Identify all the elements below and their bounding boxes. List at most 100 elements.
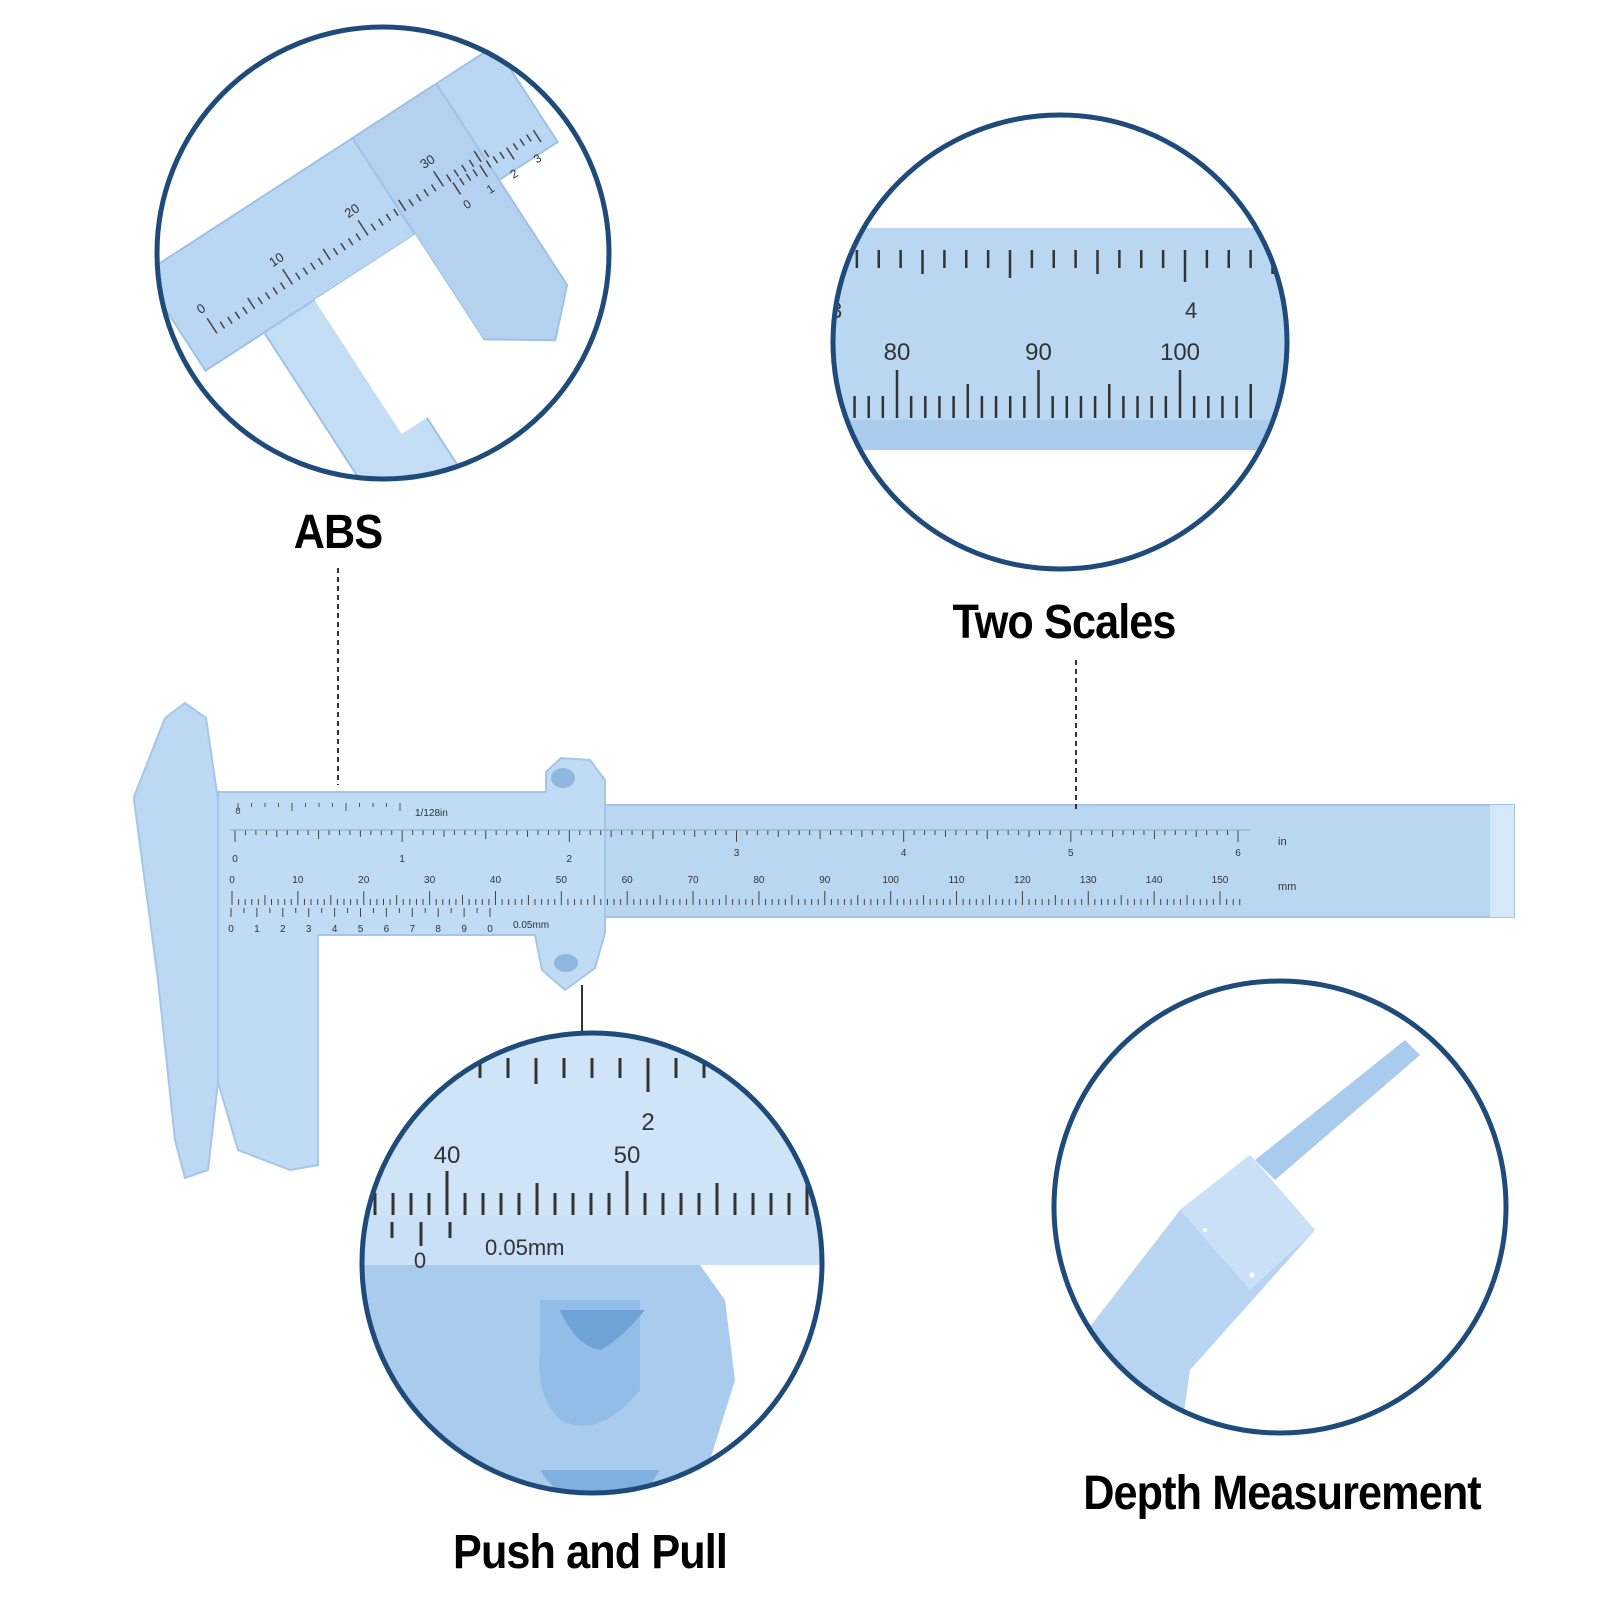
mm-scale-number: 40: [490, 875, 502, 886]
vernier-scale-number: 1: [254, 924, 260, 935]
vernier-scale-number: 3: [306, 924, 312, 935]
sliding-jaw[interactable]: [217, 756, 606, 1172]
abs-mm-tick: [310, 262, 316, 271]
thumb-grip-bottom[interactable]: [554, 954, 578, 972]
push-and-pull-label: Push and Pull: [453, 1526, 728, 1579]
abs-mm-tick: [227, 316, 233, 324]
vernier-scale-number: 6: [384, 924, 390, 935]
abs-mm-tick: [302, 267, 309, 275]
mm-scale-number: 60: [622, 875, 634, 886]
mm-scale-number: 140: [1146, 875, 1163, 886]
inch-unit-label: in: [1278, 836, 1287, 848]
abs-label: ABS: [293, 506, 383, 559]
zoom-mm-number: 80: [884, 339, 911, 366]
abs-mm-tick: [347, 238, 354, 246]
abs-mm-tick: [257, 296, 263, 305]
depth-circle-border: [1051, 978, 1509, 1436]
abs-mm-tick: [473, 150, 482, 163]
abs-mm-tick: [461, 164, 467, 173]
abs-mm-tick: [357, 219, 369, 236]
abs-mm-tick: [430, 184, 437, 192]
abs-mm-tick: [282, 268, 294, 285]
abs-mm-tick: [264, 291, 271, 300]
vernier-scale-number: 2: [280, 924, 286, 935]
abs-mm-number: 20: [342, 200, 362, 220]
abs-mm-tick: [453, 169, 460, 177]
zoom-vernier-zero: 0: [414, 1248, 426, 1273]
abs-mm-tick: [242, 306, 248, 315]
mm-scale-number: 80: [753, 875, 765, 886]
scales-circle-border: [830, 112, 1290, 572]
thumb-grip-top[interactable]: [551, 768, 575, 788]
abs-mm-tick: [378, 218, 384, 226]
mm-scale-number: 70: [688, 875, 700, 886]
depth-measurement-label: Depth Measurement: [1083, 1467, 1481, 1520]
abs-mm-tick: [247, 297, 256, 310]
abs-mm-tick: [483, 149, 490, 158]
mm-scale-number: 10: [292, 875, 304, 886]
vernier-scale-number: 5: [358, 924, 364, 935]
vernier-scale-number: 4: [332, 924, 338, 935]
fraction-scale-ticks: 0: [235, 803, 401, 816]
abs-mm-tick: [355, 233, 362, 241]
abs-mm-tick: [332, 247, 339, 256]
mm-unit-label: mm: [1278, 881, 1296, 893]
abs-vernier-tick: [499, 151, 505, 160]
abs-mm-tick: [415, 193, 422, 202]
abs-vernier-tick: [492, 156, 499, 164]
abs-mm-tick: [206, 317, 218, 334]
abs-vernier-tick: [519, 138, 525, 147]
abs-vernier-tick: [458, 177, 465, 186]
abs-mm-tick: [317, 257, 324, 266]
abs-mm-tick: [322, 248, 331, 261]
abs-mm-tick: [393, 208, 399, 217]
abs-vernier-tick: [479, 164, 489, 178]
abs-mm-tick: [445, 174, 452, 182]
abs-vernier-tick: [526, 134, 532, 142]
inch-scale-number: 4: [901, 848, 907, 859]
mm-scale-number: 110: [949, 875, 965, 886]
abs-vernier-tick: [532, 129, 542, 143]
abs-circle-border: [154, 24, 612, 482]
mm-scale-number: 120: [1014, 875, 1031, 886]
abs-mm-tick: [272, 287, 279, 295]
depth-rod-end: [1490, 805, 1514, 917]
vernier-scale-number: 0: [228, 924, 234, 935]
abs-vernier-tick: [485, 160, 492, 168]
abs-mm-number: 30: [417, 151, 437, 171]
zoom-mm-number: 90: [1025, 339, 1052, 366]
abs-vernier-tick: [512, 142, 519, 151]
vernier-scale-number: 0: [487, 924, 493, 935]
inch-scale-number: 3: [734, 848, 740, 859]
fraction-label: 1/128in: [415, 808, 448, 819]
zoom-mm-number: 100: [1160, 339, 1200, 366]
abs-mm-tick: [397, 199, 407, 212]
abs-vernier-tick: [465, 173, 472, 181]
abs-mm-tick: [370, 223, 377, 231]
abs-vernier-tick: [505, 147, 515, 160]
vernier-scale-number: 8: [435, 924, 441, 935]
depth-zoom-circle: [1051, 978, 1509, 1436]
abs-mm-tick: [219, 321, 226, 329]
inch-scale-number: 0: [232, 854, 238, 865]
zoom-inch-number: 4: [1185, 298, 1197, 323]
mm-scale-number: 90: [819, 875, 831, 886]
zoom-mm-number: 50: [614, 1142, 641, 1169]
inch-scale-number: 6: [1235, 848, 1241, 859]
abs-mm-tick: [408, 198, 414, 207]
abs-mm-tick: [295, 272, 301, 280]
fraction-scale-number: 0: [235, 806, 240, 816]
mm-scale-number: 0: [229, 875, 235, 886]
abs-vernier-tick: [472, 169, 479, 177]
abs-mm-tick: [433, 170, 445, 187]
vernier-precision-label: 0.05mm: [513, 920, 549, 931]
mm-scale-number: 50: [556, 875, 568, 886]
abs-mm-tick: [279, 282, 286, 290]
